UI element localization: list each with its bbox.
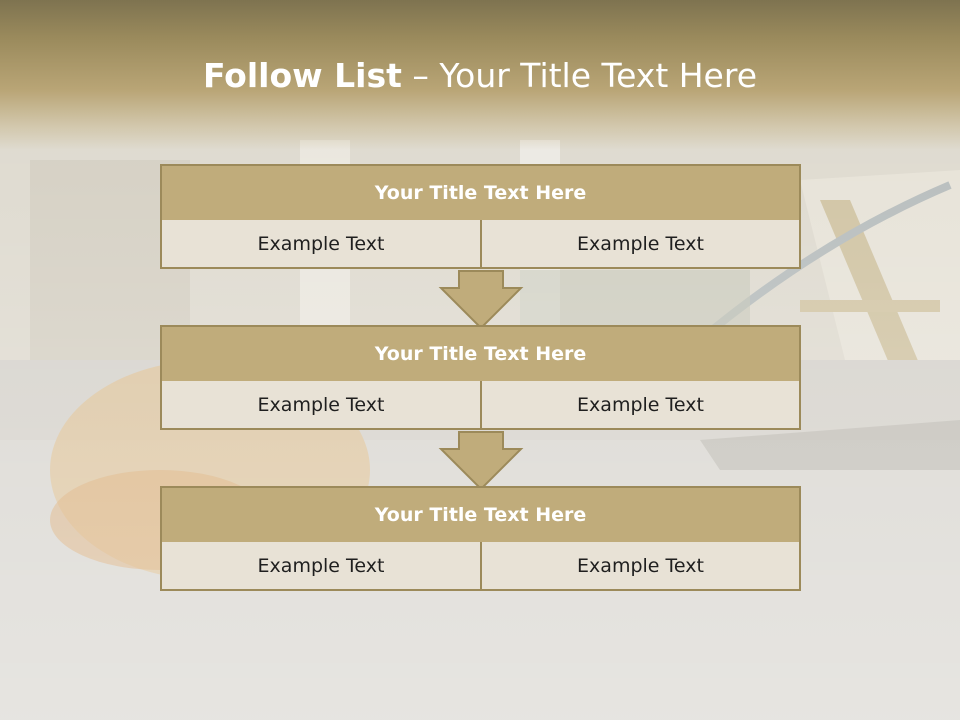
step-right-text: Example Text (480, 542, 801, 591)
down-arrow-icon (438, 431, 524, 491)
step-left-text: Example Text (160, 381, 482, 430)
step-block-3: Your Title Text Here Example Text Exampl… (160, 486, 801, 593)
step-title: Your Title Text Here (160, 164, 801, 222)
slide-title-rest: – Your Title Text Here (412, 56, 758, 95)
step-left-text: Example Text (160, 220, 482, 269)
step-block-1: Your Title Text Here Example Text Exampl… (160, 164, 801, 271)
step-right-text: Example Text (480, 381, 801, 430)
step-right-text: Example Text (480, 220, 801, 269)
step-title: Your Title Text Here (160, 486, 801, 544)
step-left-text: Example Text (160, 542, 482, 591)
title-band (0, 0, 960, 150)
step-block-2: Your Title Text Here Example Text Exampl… (160, 325, 801, 432)
step-title: Your Title Text Here (160, 325, 801, 383)
down-arrow-icon (438, 270, 524, 330)
slide-title: Follow List – Your Title Text Here (0, 52, 960, 100)
slide-title-strong: Follow List (202, 56, 402, 95)
